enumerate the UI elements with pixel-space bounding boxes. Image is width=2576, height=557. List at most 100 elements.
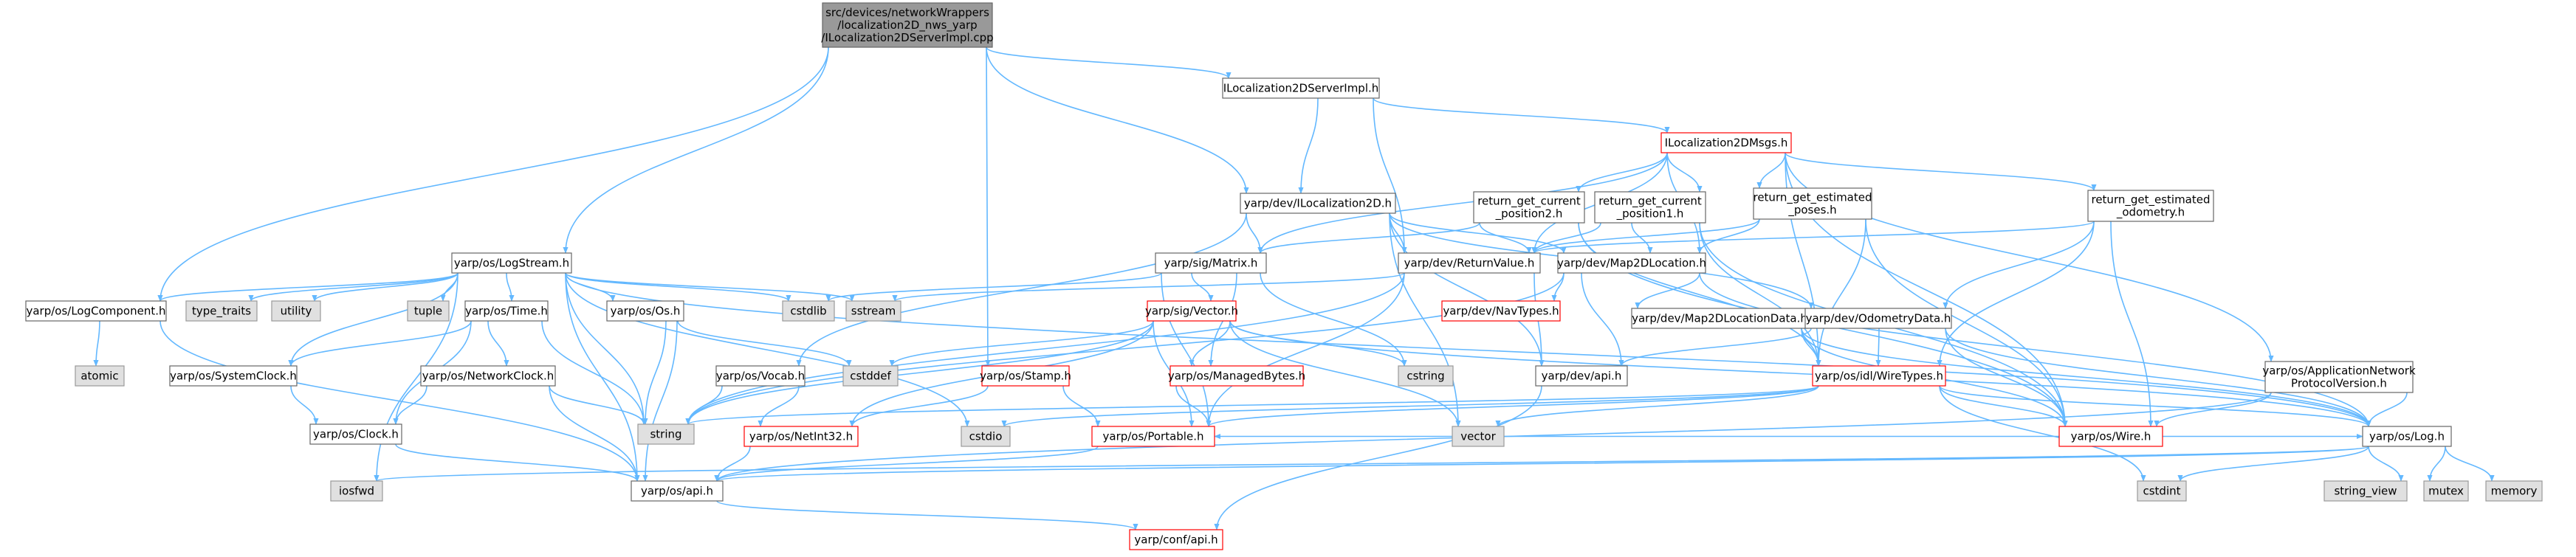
include-edge-root-to-logcomp_h	[157, 46, 829, 302]
include-edge-netclock_h-to-clock_h	[393, 385, 427, 425]
node-managed-h[interactable]: yarp/os/ManagedBytes.h	[1168, 365, 1305, 387]
node-label: _position2.h	[1495, 207, 1563, 221]
include-edge-log_h-to-osapi_h	[715, 446, 2369, 482]
include-edge-logstream_h-to-sysclock_h	[288, 272, 458, 367]
include-edge-logstream_h-to-string	[565, 272, 647, 425]
node-label: yarp/conf/api.h	[1134, 533, 1217, 547]
node-osapi-h[interactable]: yarp/os/api.h	[631, 480, 724, 502]
node-os-h[interactable]: yarp/os/Os.h	[606, 300, 684, 322]
node-netint32-h[interactable]: yarp/os/NetInt32.h	[743, 426, 859, 447]
node-appnet-h[interactable]: yarp/os/ApplicationNetworkProtocolVersio…	[2262, 361, 2416, 393]
node-vector: vector	[1452, 426, 1505, 447]
node-label: tuple	[414, 305, 442, 318]
node-label: yarp/dev/ILocalization2D.h	[1244, 197, 1392, 210]
include-edge-srvimpl_h-to-msgs_h	[1373, 97, 1670, 134]
include-edge-loc2d_h-to-vocab_h	[796, 212, 1247, 367]
include-edge-root-to-srvimpl_h	[986, 46, 1232, 79]
include-edge-wiretypes_h-to-string	[685, 385, 1819, 425]
include-edge-retval_h-to-portable_h	[1206, 272, 1405, 427]
include-edge-os_h-to-cstddef	[677, 320, 852, 367]
include-edge-vector_h-to-string	[685, 320, 1154, 425]
include-edge-msgs_h-to-rgeo_h	[1785, 152, 2097, 191]
node-label: return_get_estimated	[2091, 193, 2210, 207]
node-logcomp-h[interactable]: yarp/os/LogComponent.h	[25, 300, 167, 322]
include-edge-loc2d_h-to-devapi_h	[1389, 212, 1545, 367]
node-map2dloc-h[interactable]: yarp/dev/Map2DLocation.h	[1557, 252, 1706, 274]
node-portable-h[interactable]: yarp/os/Portable.h	[1091, 426, 1215, 447]
node-label: cstdio	[969, 430, 1003, 443]
node-rgcp2-h[interactable]: return_get_current_position2.h	[1473, 191, 1585, 224]
node-label: yarp/os/Time.h	[465, 305, 548, 318]
node-rgeo-h[interactable]: return_get_estimated_odometry.h	[2087, 190, 2214, 222]
node-cstddef: cstddef	[842, 365, 899, 387]
node-label: yarp/dev/api.h	[1542, 370, 1622, 383]
node-matrix-h[interactable]: yarp/sig/Matrix.h	[1155, 252, 1267, 274]
node-vector-h[interactable]: yarp/sig/Vector.h	[1145, 300, 1238, 322]
node-retval-h[interactable]: yarp/dev/ReturnValue.h	[1398, 252, 1541, 274]
node-logstream-h[interactable]: yarp/os/LogStream.h	[451, 252, 572, 274]
node-label: memory	[2491, 485, 2538, 498]
node-type-traits: type_traits	[185, 300, 258, 322]
include-edge-srvimpl_h-to-loc2d_h	[1298, 97, 1319, 194]
include-edge-loc2d_h-to-map2dloc_h	[1389, 212, 1567, 254]
node-label: /ILocalization2DServerImpl.cpp	[821, 31, 993, 44]
node-rgep-h[interactable]: return_get_estimated_poses.h	[1753, 187, 1872, 220]
include-edge-loc2d_h-to-vector	[1389, 212, 1461, 427]
include-edge-vector_h-to-log_h	[1229, 320, 2371, 427]
node-srvimpl-h[interactable]: ILocalization2DServerImpl.h	[1222, 77, 1380, 99]
node-navtypes-h[interactable]: yarp/dev/NavTypes.h	[1441, 300, 1561, 322]
include-edge-rgeo_h-to-wire_h	[2110, 221, 2154, 427]
node-label: yarp/os/LogComponent.h	[26, 305, 165, 318]
node-label: _odometry.h	[2116, 206, 2185, 220]
node-mutex: mutex	[2423, 480, 2469, 502]
node-label: yarp/dev/NavTypes.h	[1443, 305, 1559, 318]
node-label: yarp/sig/Matrix.h	[1164, 257, 1258, 270]
include-edge-log_h-to-memory	[2445, 446, 2495, 482]
node-odomdata-h[interactable]: yarp/dev/OdometryData.h	[1804, 308, 1952, 329]
node-label: yarp/dev/OdometryData.h	[1806, 312, 1951, 325]
node-label: ProtocolVersion.h	[2291, 377, 2387, 390]
include-edge-log_h-to-cstdint	[2177, 446, 2369, 482]
node-iosfwd: iosfwd	[330, 480, 383, 502]
node-clock-h[interactable]: yarp/os/Clock.h	[309, 423, 402, 445]
include-edge-rgcp2_h-to-retval_h	[1479, 222, 1532, 254]
include-edge-vector_h-to-managed_h	[1189, 320, 1231, 367]
node-label: type_traits	[192, 305, 251, 319]
node-map2dlocdata-h[interactable]: yarp/dev/Map2DLocationData.h	[1631, 308, 1808, 329]
include-edge-wiretypes_h-to-vector	[1495, 385, 1819, 427]
node-rgcp1-h[interactable]: return_get_current_position1.h	[1594, 191, 1706, 224]
node-label: yarp/os/LogStream.h	[454, 257, 569, 270]
node-label: vector	[1460, 430, 1496, 443]
node-label: yarp/os/idl/WireTypes.h	[1815, 370, 1943, 383]
node-label: yarp/os/Portable.h	[1103, 430, 1204, 443]
node-label: string_view	[2334, 485, 2397, 499]
node-memory: memory	[2485, 480, 2543, 502]
node-devapi-h[interactable]: yarp/dev/api.h	[1535, 365, 1628, 387]
node-wire-h[interactable]: yarp/os/Wire.h	[2058, 426, 2163, 447]
include-edge-time_h-to-sysclock_h	[288, 320, 472, 367]
node-tuple: tuple	[407, 300, 450, 322]
node-label: cstring	[1407, 370, 1444, 383]
node-label: yarp/os/ApplicationNetwork	[2262, 364, 2416, 378]
node-string-view: string_view	[2323, 480, 2408, 502]
node-netclock-h[interactable]: yarp/os/NetworkClock.h	[420, 365, 556, 387]
node-loc2d-h[interactable]: yarp/dev/ILocalization2D.h	[1240, 193, 1396, 214]
node-label: yarp/os/Wire.h	[2071, 430, 2151, 443]
include-edge-appnet_h-to-wire_h	[2154, 392, 2272, 427]
node-stamp-h[interactable]: yarp/os/Stamp.h	[980, 365, 1071, 387]
node-label: utility	[281, 305, 312, 318]
node-msgs-h[interactable]: ILocalization2DMsgs.h	[1660, 132, 1792, 153]
node-time-h[interactable]: yarp/os/Time.h	[464, 300, 549, 322]
node-log-h[interactable]: yarp/os/Log.h	[2362, 426, 2452, 447]
node-wiretypes-h[interactable]: yarp/os/idl/WireTypes.h	[1812, 365, 1946, 387]
node-sysclock-h[interactable]: yarp/os/SystemClock.h	[169, 365, 298, 387]
node-label: string	[650, 428, 681, 441]
node-label: ILocalization2DServerImpl.h	[1223, 82, 1379, 95]
include-edge-loc2d_h-to-matrix_h	[1246, 212, 1263, 254]
node-cstdlib: cstdlib	[782, 300, 835, 322]
node-confapi-h[interactable]: yarp/conf/api.h	[1129, 529, 1223, 550]
include-edge-logstream_h-to-utility	[312, 272, 458, 302]
include-edge-vocab_h-to-netint32_h	[758, 385, 800, 427]
include-edge-vector_h-to-vector	[1229, 320, 1461, 427]
node-vocab-h[interactable]: yarp/os/Vocab.h	[715, 365, 806, 387]
